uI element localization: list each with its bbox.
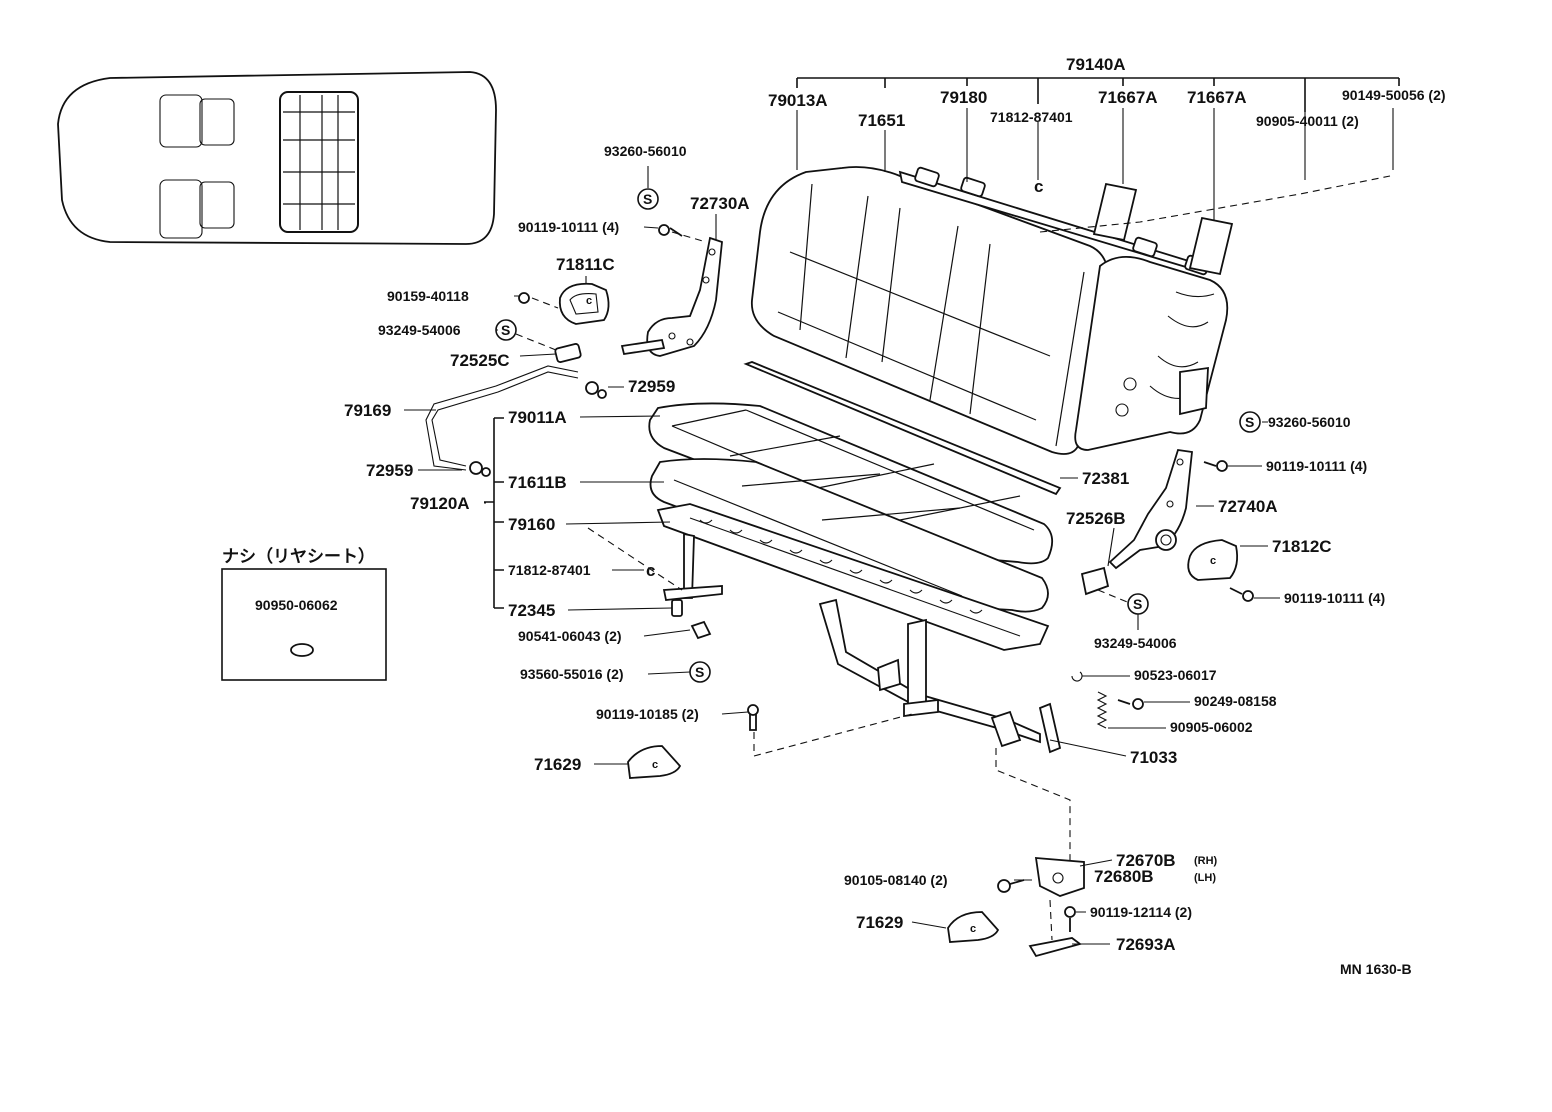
seat-cushion (648, 361, 1062, 744)
label-71812-87401-cushion: 71812-87401 (508, 562, 591, 578)
s-symbols: S S S S S (495, 188, 1261, 683)
label-93249-54006-right: 93249-54006 (1094, 635, 1177, 651)
s-symbol-right-lower: S (1133, 596, 1142, 612)
leader-lines (404, 108, 1394, 945)
s-symbol-right: S (1245, 414, 1254, 430)
label-71812C: 71812C (1272, 537, 1332, 556)
s-symbol-lower: S (695, 664, 704, 680)
part-labels: 79013A 71651 79180 71812-87401 71667A 71… (344, 87, 1446, 977)
label-93260-56010-left: 93260-56010 (604, 143, 687, 159)
label-79160: 79160 (508, 515, 555, 534)
vehicle-location-outline (57, 71, 497, 245)
seat-backrest: c (751, 166, 1234, 455)
label-90119-10111-right: 90119-10111 (4) (1266, 458, 1367, 474)
label-72381: 72381 (1082, 469, 1129, 488)
label-71611B: 71611B (508, 473, 567, 492)
s-symbol-top-left: S (643, 191, 652, 207)
clip-mark-cushion: c (646, 561, 655, 580)
label-72670B-side: (RH) (1194, 855, 1218, 867)
label-71651: 71651 (858, 111, 905, 130)
clip-mark-top: c (1034, 177, 1043, 196)
label-90541-06043: 90541-06043 (2) (518, 628, 622, 644)
label-71667A-2: 71667A (1187, 88, 1247, 107)
dashed-leader-lines (587, 175, 1391, 941)
clip-mark-foot-1: c (652, 759, 658, 771)
assembly-bracket-79140A: 79140A (796, 55, 1400, 112)
label-72670B: 72670B (1116, 851, 1176, 870)
label-90159-40118: 90159-40118 (387, 288, 469, 304)
label-90119-10185: 90119-10185 (2) (596, 706, 699, 722)
label-71629-2: 71629 (856, 913, 903, 932)
label-72740A: 72740A (1218, 497, 1278, 516)
left-hinge-group: c (515, 224, 723, 363)
label-93260-56010-right: 93260-56010 (1268, 414, 1351, 430)
clip-mark-foot-2: c (970, 923, 976, 935)
label-72730A: 72730A (690, 194, 750, 213)
label-72526B: 72526B (1066, 509, 1126, 528)
label-71667A-1: 71667A (1098, 88, 1158, 107)
inset-part-number: 90950-06062 (255, 597, 338, 613)
s-symbol-left: S (501, 322, 510, 338)
clip-mark-cover-left: c (586, 295, 592, 307)
label-93249-54006-left: 93249-54006 (378, 322, 461, 338)
label-79013A: 79013A (768, 91, 828, 110)
label-72680B: 72680B (1094, 867, 1154, 886)
label-90105-08140: 90105-08140 (2) (844, 872, 948, 888)
label-79169: 79169 (344, 401, 391, 420)
label-72680B-side: (LH) (1194, 872, 1216, 884)
label-72525C: 72525C (450, 351, 510, 370)
label-79180: 79180 (940, 88, 987, 107)
label-93560-55016: 93560-55016 (2) (520, 666, 624, 682)
label-71629-1: 71629 (534, 755, 581, 774)
label-71033: 71033 (1130, 748, 1177, 767)
lower-lock-group: c c (627, 620, 1144, 958)
figure-code: MN 1630-B (1340, 961, 1412, 977)
right-hinge-group: c (1080, 449, 1254, 605)
inset-title: ナシ（リヤシート） (222, 546, 375, 566)
label-90905-06002: 90905-06002 (1170, 719, 1253, 735)
label-72345: 72345 (508, 601, 555, 620)
label-90905-40011: 90905-40011 (2) (1256, 113, 1359, 129)
label-79140A: 79140A (1066, 55, 1126, 74)
label-72693A: 72693A (1116, 935, 1176, 954)
label-72959-lower: 72959 (366, 461, 413, 480)
label-79120A: 79120A (410, 494, 470, 513)
label-90119-12114: 90119-12114 (2) (1090, 904, 1192, 920)
release-rod (425, 365, 607, 477)
label-71811C: 71811C (556, 255, 615, 274)
label-90149-50056: 90149-50056 (2) (1342, 87, 1446, 103)
cushion-bracket (484, 417, 504, 609)
label-90249-08158: 90249-08158 (1194, 693, 1277, 709)
clip-mark-cover-right: c (1210, 555, 1216, 567)
label-71812-87401-top: 71812-87401 (990, 109, 1073, 125)
label-72959-upper: 72959 (628, 377, 675, 396)
label-79011A: 79011A (508, 408, 567, 427)
label-90119-10111-left: 90119-10111 (4) (518, 219, 619, 235)
label-90523-06017: 90523-06017 (1134, 667, 1217, 683)
inset-box: ナシ（リヤシート） 90950-06062 (221, 546, 387, 681)
label-90119-10111-right-lower: 90119-10111 (4) (1284, 590, 1385, 606)
